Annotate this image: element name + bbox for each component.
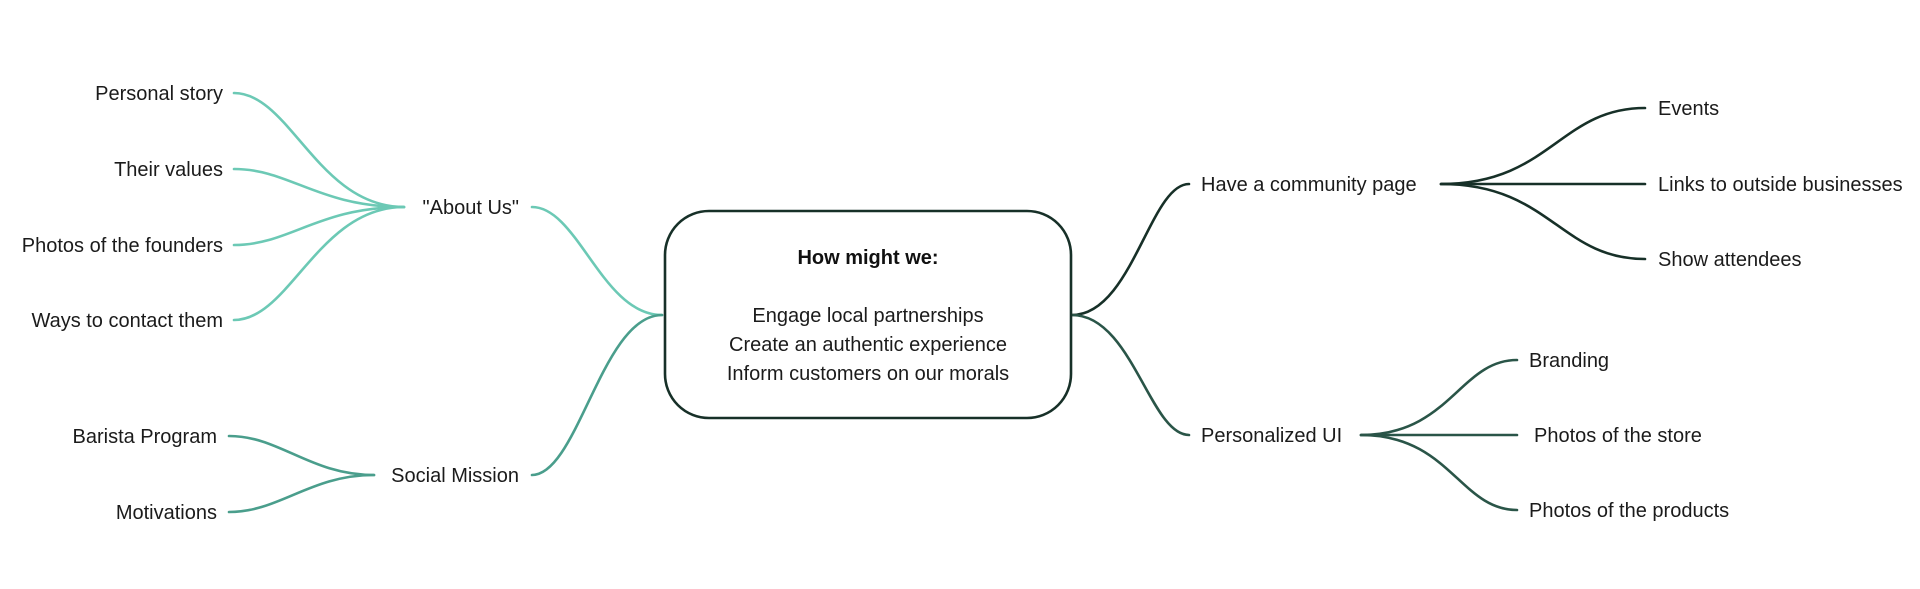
- connector-personalized-to-branding: [1359, 358, 1519, 437]
- node-community-page[interactable]: Have a community page: [1201, 174, 1417, 196]
- connector-social-mission-to-motivations: [227, 473, 376, 514]
- node-about-us[interactable]: "About Us": [423, 197, 519, 219]
- node-motivations[interactable]: Motivations: [116, 502, 217, 524]
- personalized-connectors: [1070, 313, 1519, 512]
- node-social-mission[interactable]: Social Mission: [391, 465, 519, 487]
- node-links-outside[interactable]: Links to outside businesses: [1658, 174, 1903, 196]
- connector-personalized-to-photos-products: [1359, 433, 1519, 512]
- node-photos-of-founders[interactable]: Photos of the founders: [22, 235, 223, 257]
- node-ways-to-contact[interactable]: Ways to contact them: [31, 310, 223, 332]
- central-node[interactable]: How might we: Engage local partnerships …: [663, 209, 1073, 420]
- connector-center-to-social-mission: [530, 313, 664, 477]
- community-connectors: [1070, 106, 1647, 317]
- connector-center-to-about-us: [530, 205, 664, 317]
- central-node-heading: How might we:: [797, 247, 938, 269]
- central-node-box: [663, 209, 1073, 420]
- connector-social-mission-to-barista: [227, 434, 376, 477]
- connector-center-to-community: [1070, 182, 1191, 317]
- node-photos-of-store[interactable]: Photos of the store: [1534, 425, 1702, 447]
- node-barista-program[interactable]: Barista Program: [73, 426, 218, 448]
- about-us-connectors: [232, 91, 664, 322]
- connector-community-to-attendees: [1439, 182, 1647, 261]
- connector-about-us-to-personal-story: [232, 91, 406, 209]
- central-node-line-1: Engage local partnerships: [752, 305, 983, 327]
- social-mission-connectors: [227, 313, 664, 514]
- node-personal-story[interactable]: Personal story: [95, 83, 223, 105]
- central-node-line-3: Inform customers on our morals: [727, 363, 1009, 385]
- node-show-attendees[interactable]: Show attendees: [1658, 249, 1801, 271]
- connector-center-to-personalized: [1070, 313, 1191, 437]
- central-node-line-2: Create an authentic experience: [729, 334, 1007, 356]
- node-personalized-ui[interactable]: Personalized UI: [1201, 425, 1342, 447]
- connector-community-to-events: [1439, 106, 1647, 186]
- connector-about-us-to-their-values: [232, 167, 406, 209]
- connector-about-us-to-contact: [232, 205, 406, 322]
- node-photos-of-products[interactable]: Photos of the products: [1529, 500, 1729, 522]
- node-their-values[interactable]: Their values: [114, 159, 223, 181]
- node-branding[interactable]: Branding: [1529, 350, 1609, 372]
- connector-about-us-to-photos-founders: [232, 205, 406, 247]
- node-events[interactable]: Events: [1658, 98, 1719, 120]
